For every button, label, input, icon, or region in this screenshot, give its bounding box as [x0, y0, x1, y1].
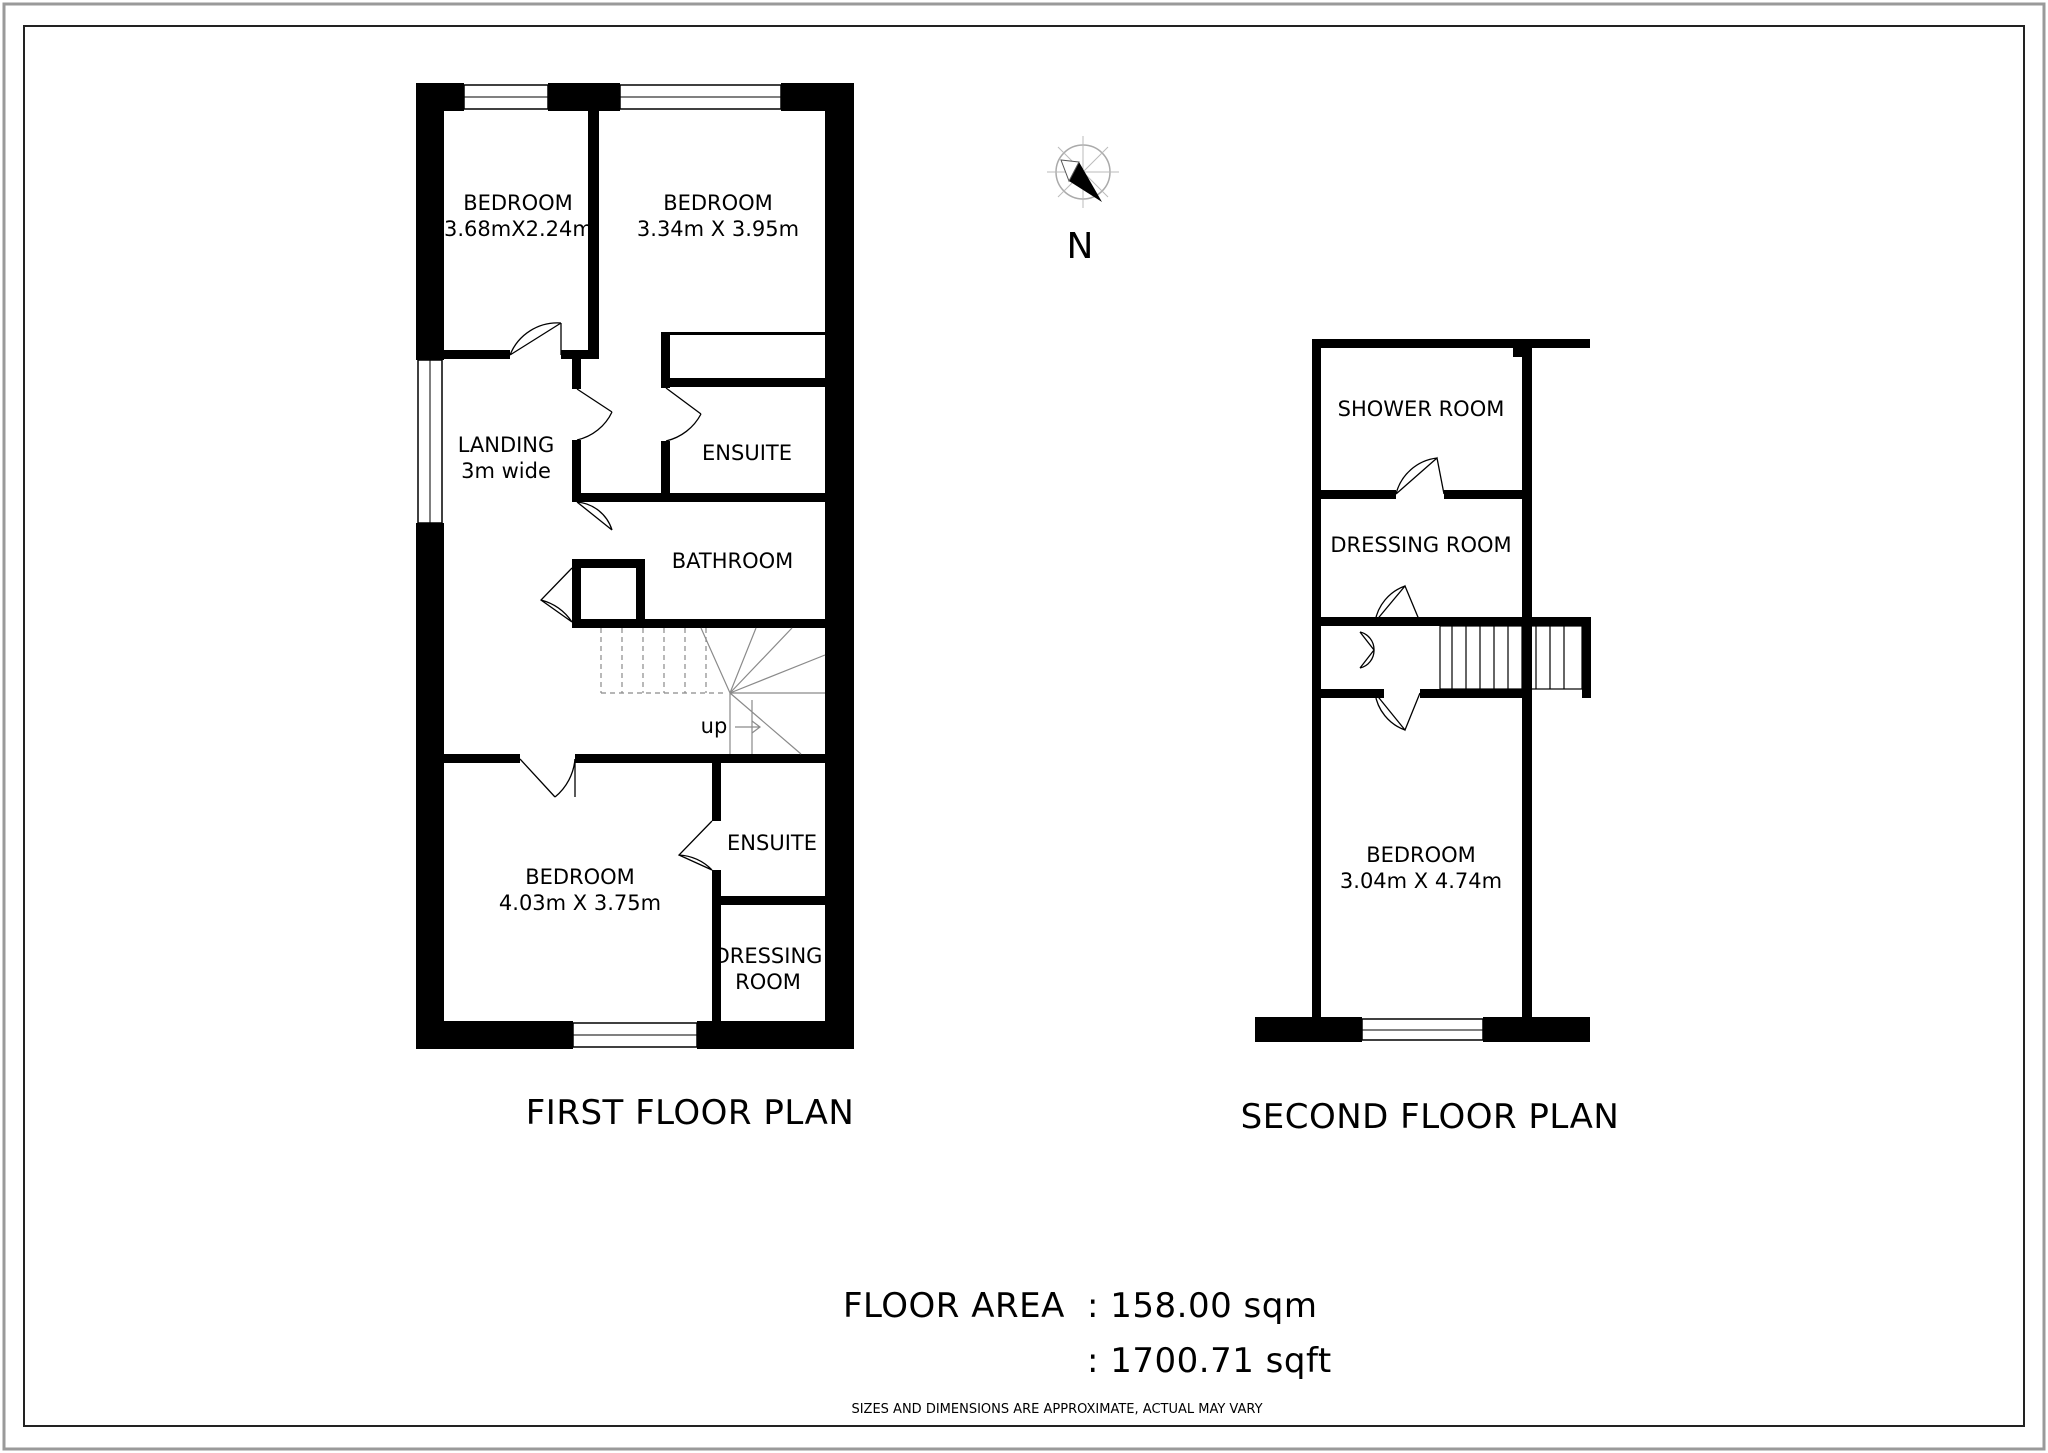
ff-ensuite1-label: ENSUITE [702, 441, 792, 465]
ff-wall-bottom-1 [416, 1021, 573, 1049]
ff-wall-ensuite-left-a [661, 332, 670, 388]
door-bed1 [509, 322, 562, 356]
ff-wall-left-upper [416, 83, 444, 360]
door-bedroom-sf [1374, 692, 1421, 732]
ff-wall-closet-left [572, 568, 581, 622]
door-bath [576, 501, 613, 531]
ff-bedroom1-name: BEDROOM [463, 191, 573, 215]
sf-wall-right-corner [1513, 348, 1522, 357]
ff-wall-bed1-right [588, 111, 599, 358]
ff-wall-top-1 [416, 83, 464, 111]
ff-landing-note: 3m wide [461, 459, 551, 484]
door-landing-sf [1359, 631, 1375, 669]
ff-bedroom2-label: BEDROOM 3.34m X 3.95m [618, 190, 818, 243]
ff-wall-bed1-bottom-b [561, 350, 599, 359]
ff-landing-name: LANDING [457, 433, 555, 457]
second-floor-plan [1255, 339, 1591, 1042]
door-shower [1395, 456, 1445, 495]
door-bed3 [519, 758, 576, 798]
ff-bedroom1-size: 3.68mX2.24m [444, 217, 593, 242]
floor-area-sqm: : 158.00 sqm [1087, 1286, 1318, 1326]
sf-wall-bottom-a [1255, 1017, 1362, 1042]
sf-wall-shower-bottom-a [1321, 490, 1396, 499]
door-dressing [1374, 584, 1421, 623]
second-floor-doors [1359, 456, 1445, 732]
floor-area-sqft: : 1700.71 sqft [1087, 1341, 1332, 1381]
ff-wall-landing-right-a [572, 359, 581, 389]
ff-wall-dressing-top [721, 896, 825, 905]
sf-wall-left [1312, 339, 1321, 1017]
ff-ensuite2-label: ENSUITE [727, 831, 817, 855]
first-floor-doors [509, 322, 713, 871]
disclaimer-text: SIZES AND DIMENSIONS ARE APPROXIMATE, AC… [851, 1402, 1263, 1417]
sf-wall-top [1312, 339, 1590, 348]
sf-wall-stair-right [1582, 617, 1591, 698]
ff-wall-closet-right [636, 559, 645, 622]
ff-wall-ensuite-top [661, 378, 825, 387]
ff-wall-stair-bottom-a [444, 754, 520, 763]
ff-wall-ensuite2-left-a [712, 763, 721, 821]
sf-bedroom-name: BEDROOM [1366, 843, 1476, 867]
first-floor-stairs [600, 627, 826, 755]
ff-wall-wardrobe-top [661, 332, 825, 335]
door-closet [540, 567, 573, 623]
ff-wall-bath-top [572, 493, 825, 502]
ff-wall-ensuite-left-b [661, 441, 670, 500]
ff-wall-closet-top [572, 559, 645, 568]
ff-wall-landing-right-b [572, 440, 581, 500]
first-floor-plan [416, 83, 854, 1049]
ff-wall-stair-bottom-b [575, 754, 825, 763]
ff-wall-left-lower [416, 523, 444, 1049]
ff-bathroom-label: BATHROOM [671, 549, 794, 573]
second-floor-caption: SECOND FLOOR PLAN [1240, 1097, 1620, 1137]
ff-stairs-up-label: up [700, 714, 728, 738]
door-ensuite1 [665, 387, 702, 442]
ff-bedroom1-label: BEDROOM 3.68mX2.24m [444, 190, 593, 243]
sf-wall-right [1522, 339, 1532, 1017]
compass-icon [1047, 136, 1119, 208]
stairs-up-arrow [735, 720, 761, 734]
page-border-inner [23, 25, 2025, 1427]
door-ensuite2 [677, 820, 713, 871]
ff-wall-top-3 [781, 83, 854, 111]
sf-wall-bottom-b [1483, 1017, 1590, 1042]
ff-wall-bottom-2 [697, 1021, 854, 1049]
sf-wall-shower-bottom-b [1444, 490, 1522, 499]
ff-wall-right [825, 83, 854, 1049]
ff-landing-label: LANDING 3m wide [444, 432, 568, 485]
ff-bedroom3-name: BEDROOM [525, 865, 635, 889]
ff-wall-bed1-bottom-a [444, 350, 510, 359]
ff-wall-ensuite2-left-b [712, 870, 721, 1021]
sf-dressing-room-label: DRESSING ROOM [1330, 533, 1512, 557]
ff-wall-bath-bottom [572, 619, 825, 628]
sf-shower-room-label: SHOWER ROOM [1337, 397, 1505, 421]
sf-wall-stair-bottom [1321, 689, 1384, 698]
ff-bedroom3-size: 4.03m X 3.75m [498, 891, 662, 916]
sf-wall-stair-bottom-b [1420, 689, 1522, 698]
sf-wall-dressing-bottom [1321, 617, 1591, 626]
first-floor-caption: FIRST FLOOR PLAN [525, 1093, 855, 1133]
ff-dressing-line2: ROOM [735, 970, 801, 995]
ff-dressing-line1: DRESSING [713, 944, 823, 968]
sf-bedroom-label: BEDROOM 3.04m X 4.74m [1321, 842, 1521, 895]
ff-bedroom2-size: 3.34m X 3.95m [636, 217, 800, 242]
ff-wall-top-2 [548, 83, 620, 111]
second-floor-stairs [1439, 625, 1583, 690]
compass-north-label: N [1066, 226, 1094, 267]
ff-bedroom3-label: BEDROOM 4.03m X 3.75m [470, 864, 690, 917]
ff-bedroom2-name: BEDROOM [663, 191, 773, 215]
ff-dressing-label: DRESSING ROOM [711, 943, 825, 996]
sf-bedroom-size: 3.04m X 4.74m [1339, 869, 1503, 894]
door-landing-right [576, 388, 613, 441]
floor-area-label: FLOOR AREA [843, 1286, 1065, 1326]
